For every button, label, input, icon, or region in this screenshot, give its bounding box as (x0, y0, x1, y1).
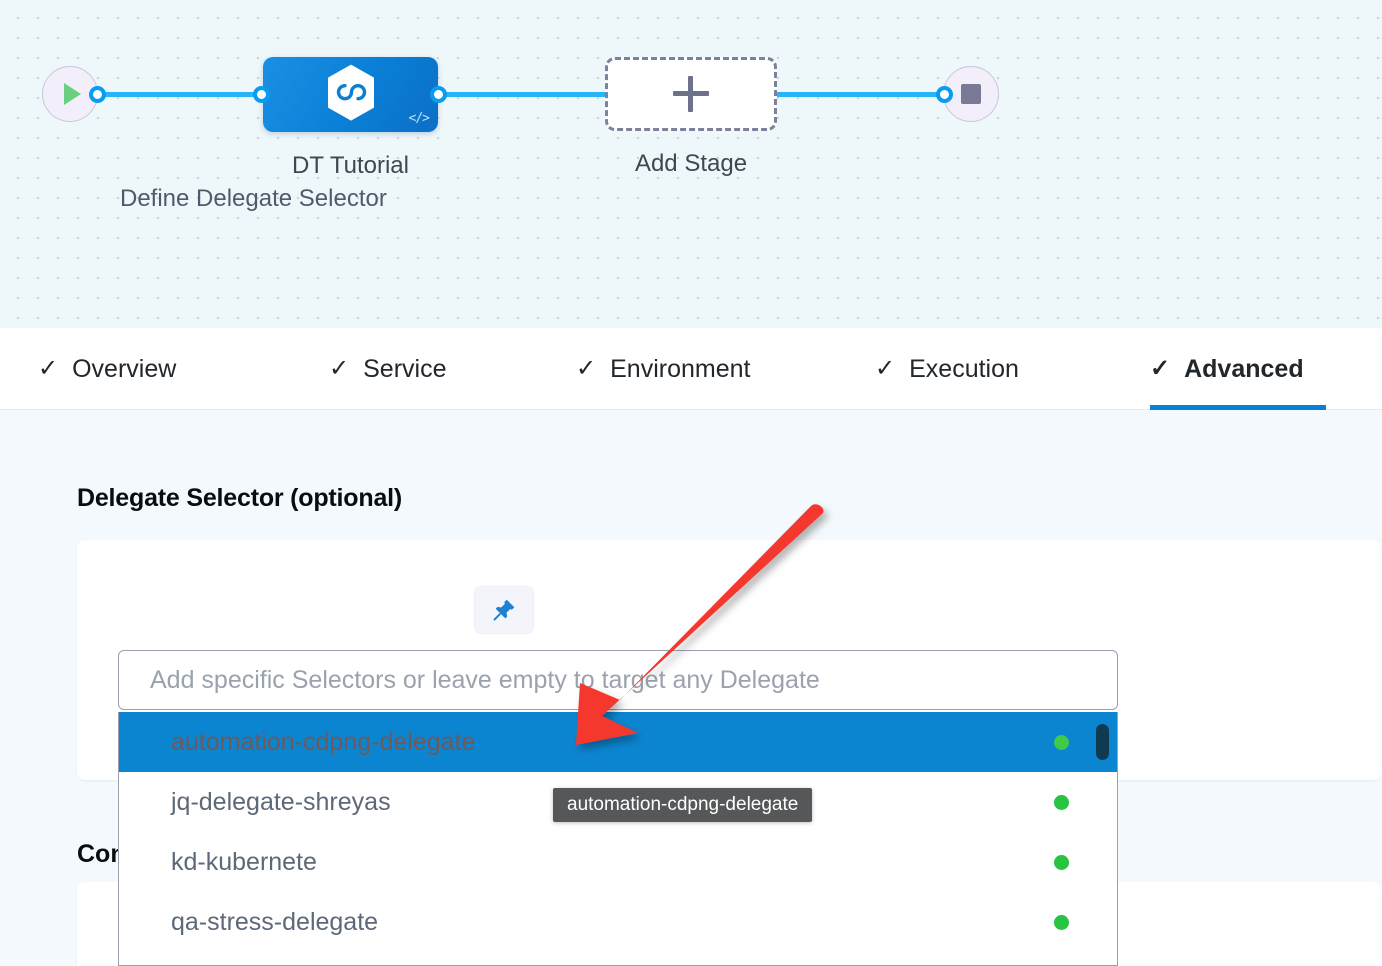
harness-hexagon-icon (327, 64, 374, 121)
dropdown-option-label: jq-delegate-shreyas (171, 787, 391, 816)
tab-advanced-label: Advanced (1184, 354, 1304, 383)
delegate-option-tooltip: automation-cdpng-delegate (553, 788, 813, 822)
check-icon: ✓ (1150, 355, 1171, 382)
pipeline-edge-stage-to-addstage (437, 92, 617, 97)
stage-setup-tabbar: ✓ Overview ✓ Service ✓ Environment ✓ Exe… (0, 328, 1382, 410)
check-icon: ✓ (329, 355, 350, 382)
dropdown-option-label: qa-stress-delegate (171, 907, 379, 936)
status-dot-icon (1054, 734, 1069, 750)
check-icon: ✓ (576, 355, 597, 382)
tab-environment[interactable]: ✓ Environment (576, 328, 750, 410)
delegate-selector-section-title: Delegate Selector (optional) (77, 484, 403, 512)
pipeline-edge-start-to-stage (96, 92, 268, 97)
pin-icon (493, 599, 515, 621)
stage-node-output-port (430, 86, 447, 103)
stage-code-icon: </> (408, 111, 431, 126)
delegate-selector-placeholder: Add specific Selectors or leave empty to… (150, 665, 820, 694)
pipeline-edge-addstage-to-end (765, 92, 950, 97)
tab-execution[interactable]: ✓ Execution (875, 328, 1019, 410)
stage-node-label: DT Tutorial (292, 152, 409, 179)
play-icon (64, 83, 81, 105)
status-dot-icon (1054, 914, 1069, 930)
stage-node-dt-tutorial[interactable]: </> (263, 57, 438, 132)
stage-node-input-port (253, 86, 270, 103)
stop-icon (961, 84, 981, 104)
pipeline-start-node[interactable] (42, 66, 98, 122)
dropdown-option-label: automation-cdpng-delegate (171, 727, 476, 756)
tab-execution-label: Execution (909, 354, 1019, 383)
delegate-selector-dropdown[interactable]: automation-cdpng-delegate jq-delegate-sh… (118, 712, 1118, 966)
end-node-port (936, 86, 953, 103)
add-stage-label: Add Stage (634, 150, 748, 177)
dropdown-scrollbar-thumb[interactable] (1096, 724, 1109, 760)
tab-service[interactable]: ✓ Service (329, 328, 446, 410)
dropdown-option-qa-stress-delegate[interactable]: qa-stress-delegate (119, 892, 1117, 952)
plus-icon (673, 76, 709, 112)
dropdown-option-kd-kubernete[interactable]: kd-kubernete (119, 832, 1117, 892)
delegate-selector-input[interactable]: Add specific Selectors or leave empty to… (118, 650, 1118, 710)
define-delegate-selector-label: Define Delegate Selector (120, 185, 387, 212)
dropdown-option-jq-delegate-shreyas[interactable]: jq-delegate-shreyas (119, 772, 1117, 832)
tab-service-label: Service (363, 354, 447, 383)
pipeline-canvas[interactable]: </> DT Tutorial Add Stage (0, 0, 1382, 328)
tab-overview-label: Overview (72, 354, 177, 383)
tab-overview[interactable]: ✓ Overview (38, 328, 176, 410)
status-dot-icon (1054, 854, 1069, 870)
status-dot-icon (1054, 794, 1069, 810)
pin-button[interactable] (474, 586, 534, 634)
check-icon: ✓ (875, 355, 896, 382)
dropdown-option-automation-cdpng-delegate[interactable]: automation-cdpng-delegate (119, 712, 1117, 772)
check-icon: ✓ (38, 355, 59, 382)
dropdown-option-label: kd-kubernete (171, 847, 317, 876)
add-stage-button[interactable] (605, 57, 777, 131)
tab-environment-label: Environment (610, 354, 751, 383)
start-node-port (89, 86, 106, 103)
tab-advanced[interactable]: ✓ Advanced (1150, 328, 1326, 410)
